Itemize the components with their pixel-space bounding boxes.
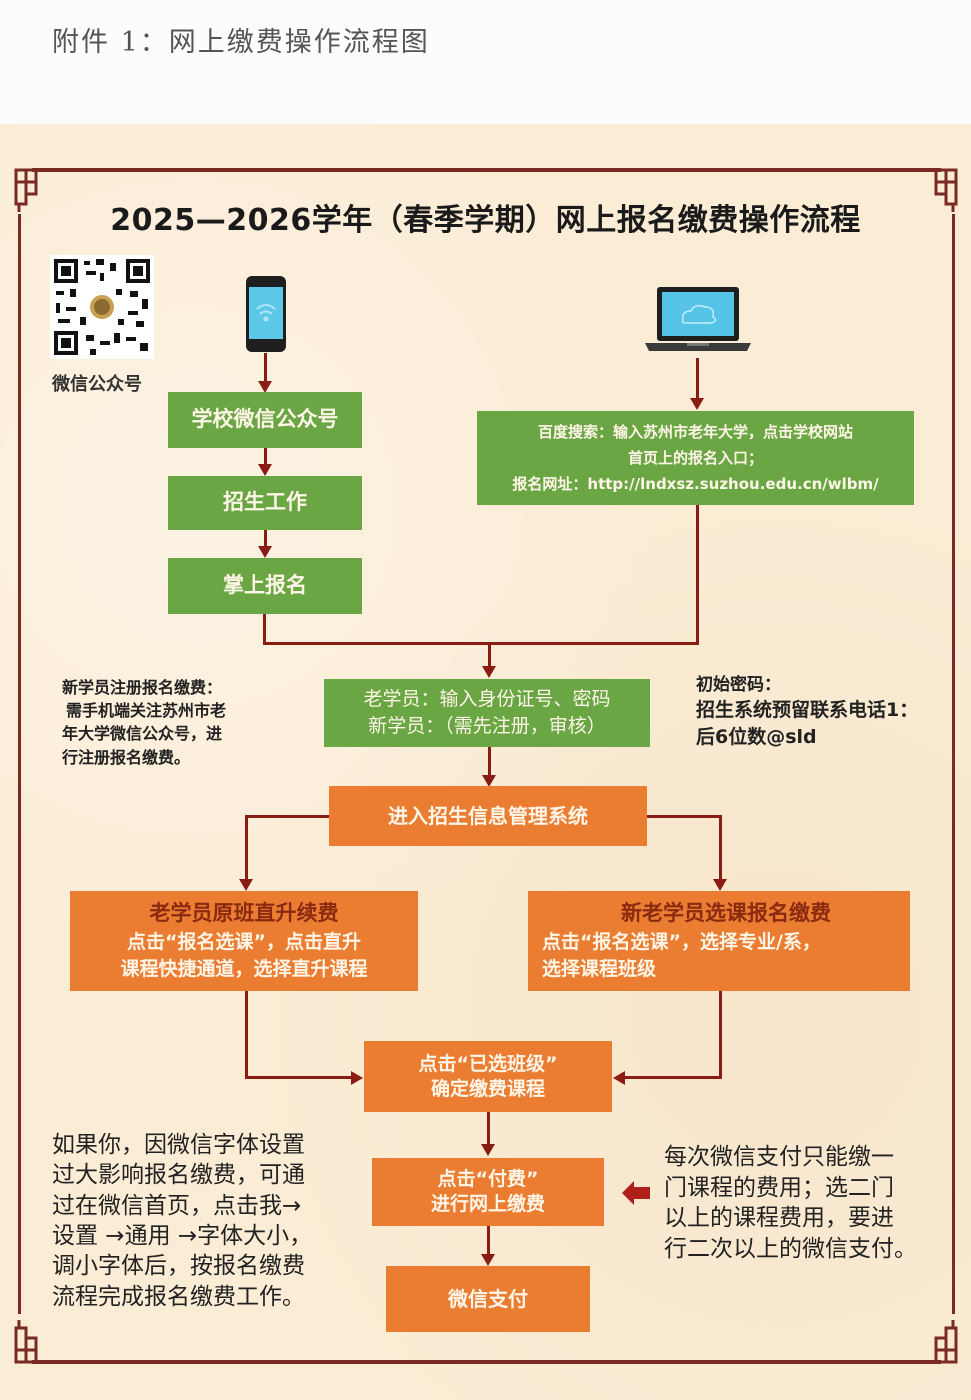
qr-caption: 微信公众号 [52,374,142,395]
pay-box: 点击“付费” 进行网上缴费 [372,1158,604,1226]
flowchart-poster [0,124,971,1400]
management-system-box: 进入招生信息管理系统 [329,786,647,846]
course-selection-box: 新老学员选课报名缴费 点击“报名选课”，选择专业/系， 选择课程班级 [528,891,910,991]
old-student-renewal-box: 老学员原班直升续费 点击“报名选课”，点击直升 课程快捷通道，选择直升课程 [70,891,418,991]
mobile-register-box: 掌上报名 [168,558,362,614]
corner-ornament-icon [930,1318,958,1364]
corner-ornament-icon [930,168,958,214]
selected-class-box: 点击“已选班级” 确定缴费课程 [364,1041,612,1112]
font-size-tip: 如果你，因微信字体设置 过大影响报名缴费，可通 过在微信首页，点击我→ 设置 →… [52,1132,313,1310]
web-entry-line: 首页上的报名入口； [627,448,763,467]
document-header: 附件 1：网上缴费操作流程图 [0,0,971,124]
corner-ornament-icon [14,168,42,214]
wechat-pay-box: 微信支付 [386,1266,590,1332]
enrollment-box: 招生工作 [168,476,362,530]
initial-password-note: 初始密码： 招生系统预留联系电话1： 后6位数@sld [696,675,919,748]
web-search-box: 百度搜索：输入苏州市老年大学，点击学校网站 首页上的报名入口； 报名网址：htt… [477,411,914,505]
new-student-note: 新学员注册报名缴费： 需手机端关注苏州市老 年大学微信公众号，进 行注册报名缴费… [62,678,227,767]
web-search-line: 百度搜索：输入苏州市老年大学，点击学校网站 [537,422,853,441]
web-url-line: 报名网址：http://lndxsz.suzhou.edu.cn/wlbm/ [512,475,879,494]
payment-limit-note: 每次微信支付只能缴一 门课程的费用；选二门 以上的课程费用，要进 行二次以上的微… [664,1144,917,1262]
course-selection-title: 新老学员选课报名缴费 [621,901,831,926]
laptop-icon [643,285,753,353]
wechat-account-box: 学校微信公众号 [168,392,362,448]
old-student-renewal-title: 老学员原班直升续费 [149,901,339,926]
smartphone-icon [245,275,287,353]
old-student-login: 老学员：输入身份证号、密码 [363,688,611,711]
document-heading: 附件 1：网上缴费操作流程图 [52,27,430,58]
poster-title: 2025—2026学年（春季学期）网上报名缴费操作流程 [110,203,861,238]
pointer-arrow-icon [622,1180,650,1206]
login-box: 老学员：输入身份证号、密码 新学员：（需先注册，审核） [324,679,650,747]
qr-code-icon [50,255,154,359]
corner-ornament-icon [14,1318,42,1364]
new-student-login: 新学员：（需先注册，审核） [368,715,606,737]
